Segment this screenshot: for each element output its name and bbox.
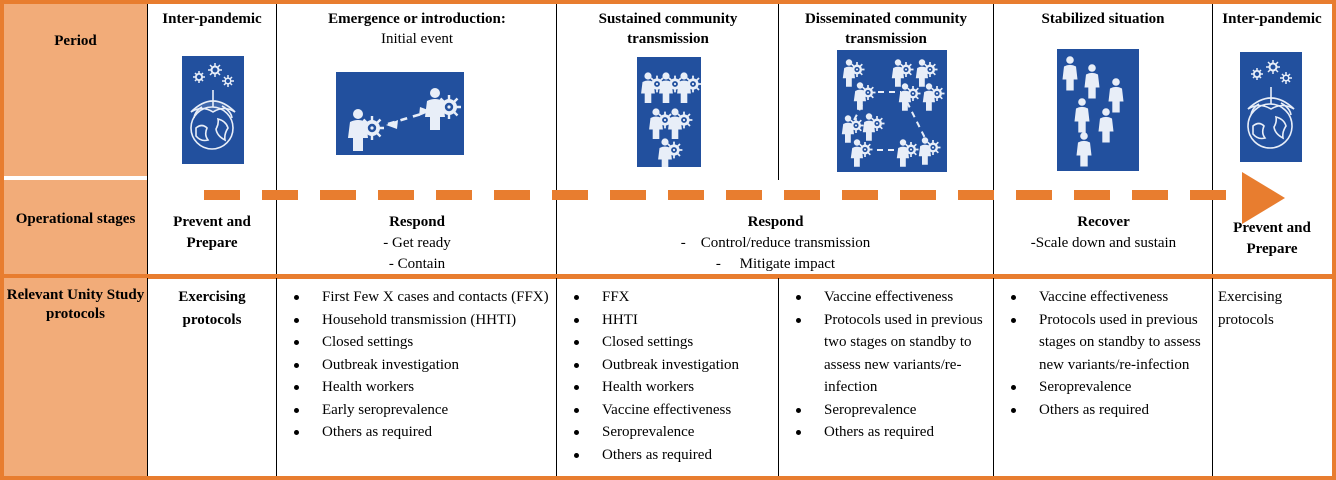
list-item: Seroprevalence xyxy=(780,399,992,422)
umbrella-over-globe-with-virus-icon xyxy=(1247,60,1295,149)
period-icon-1 xyxy=(182,56,244,164)
period-title-5: Stabilized situation xyxy=(1041,11,1165,27)
column-divider-6 xyxy=(1212,4,1213,180)
period-title-3: Sustained community transmission xyxy=(598,11,738,47)
list-item: Seroprevalence xyxy=(558,421,776,444)
protocol-list-6: Exercising protocols xyxy=(1218,289,1283,328)
operational-stage-3: Respond - Control/reduce transmission - … xyxy=(680,214,871,272)
list-item: Vaccine effectiveness xyxy=(780,286,992,309)
list-item: Vaccine effectiveness xyxy=(558,399,776,422)
period-icon-3 xyxy=(637,57,701,167)
header-separator-2 xyxy=(4,274,147,279)
column-divider-2-r2 xyxy=(276,180,277,278)
period-title-4: Disseminated community transmission xyxy=(804,11,968,47)
list-item: FFX xyxy=(558,286,776,309)
six-healthy-people-icon xyxy=(1062,56,1124,167)
protocols-row: Relevant Unity Study protocols Exercisin… xyxy=(4,278,1332,476)
column-divider-5-r2 xyxy=(993,180,994,278)
column-divider-5-r3 xyxy=(993,278,994,476)
period-icon-6 xyxy=(1240,52,1302,162)
list-item: Others as required xyxy=(995,399,1211,422)
row-header-period-label: Period xyxy=(54,33,97,49)
row-header-operational-stages: Operational stages xyxy=(4,180,147,278)
operational-stage-4: Recover -Scale down and sustain xyxy=(1030,214,1177,251)
header-separator-1 xyxy=(4,176,147,180)
period-row: Period Inter-pandemic xyxy=(4,4,1332,180)
column-divider-3-r2 xyxy=(556,180,557,278)
row-header-operational-stages-label: Operational stages xyxy=(15,211,136,227)
period-title-2: Emergence or introduction: Initial event xyxy=(328,11,506,47)
protocol-list-1: Exercising protocols xyxy=(178,289,246,328)
row-header-protocols-label: Relevant Unity Study protocols xyxy=(6,287,145,322)
timeline-dashed-arrow xyxy=(204,190,1244,200)
list-item: Outbreak investigation xyxy=(558,354,776,377)
section-divider-rule xyxy=(147,274,1332,279)
column-divider-1 xyxy=(147,4,148,180)
list-item: Others as required xyxy=(278,421,554,444)
period-icon-5 xyxy=(1057,49,1139,171)
column-divider-6-r3 xyxy=(1212,278,1213,476)
protocol-list-4: Vaccine effectiveness Protocols used in … xyxy=(780,286,992,444)
infected-people-network-icon xyxy=(840,58,946,168)
column-divider-6-r2 xyxy=(1212,180,1213,278)
list-item: Others as required xyxy=(780,421,992,444)
column-divider-4 xyxy=(778,4,779,180)
list-item: Protocols used in previous two stages on… xyxy=(780,309,992,399)
list-item: Early seroprevalence xyxy=(278,399,554,422)
column-divider-2 xyxy=(276,4,277,180)
list-item: Closed settings xyxy=(558,331,776,354)
list-item: Protocols used in previous stages on sta… xyxy=(995,309,1211,377)
operational-stages-row: Operational stages Prevent and Prepare R… xyxy=(4,172,1332,278)
column-divider-3-r3 xyxy=(556,278,557,476)
list-item: Outbreak investigation xyxy=(278,354,554,377)
operational-stage-2: Respond - Get ready - Contain xyxy=(383,214,451,272)
list-item: Closed settings xyxy=(278,331,554,354)
protocol-list-3: FFX HHTI Closed settings Outbreak invest… xyxy=(558,286,776,466)
list-item: Household transmission (HHTI) xyxy=(278,309,554,332)
row-header-protocols: Relevant Unity Study protocols xyxy=(4,278,147,476)
list-item: Vaccine effectiveness xyxy=(995,286,1211,309)
period-title-6: Inter-pandemic xyxy=(1222,11,1322,27)
list-item: Others as required xyxy=(558,444,776,467)
row-header-period: Period xyxy=(4,4,147,180)
operational-stage-5: Prevent and Prepare xyxy=(1233,220,1311,257)
column-divider-5 xyxy=(993,4,994,180)
umbrella-over-globe-with-virus-icon xyxy=(190,63,236,150)
column-divider-2-r3 xyxy=(276,278,277,476)
period-title-1: Inter-pandemic xyxy=(162,11,262,27)
column-divider-1-r2 xyxy=(147,180,148,278)
column-divider-4-r3 xyxy=(778,278,779,476)
six-infected-people-icon xyxy=(640,71,701,167)
protocol-list-2: First Few X cases and contacts (FFX) Hou… xyxy=(278,286,554,444)
list-item: First Few X cases and contacts (FFX) xyxy=(278,286,554,309)
list-item: HHTI xyxy=(558,309,776,332)
period-icon-4 xyxy=(837,50,947,172)
timeline-arrowhead-icon xyxy=(1242,172,1285,224)
list-item: Health workers xyxy=(278,376,554,399)
column-divider-1-r3 xyxy=(147,278,148,476)
operational-stage-1: Prevent and Prepare xyxy=(173,214,251,251)
period-icon-2 xyxy=(336,72,464,155)
protocol-list-5: Vaccine effectiveness Protocols used in … xyxy=(995,286,1211,421)
two-infected-people-transmission-icon xyxy=(348,88,461,151)
column-divider-3 xyxy=(556,4,557,180)
list-item: Seroprevalence xyxy=(995,376,1211,399)
list-item: Health workers xyxy=(558,376,776,399)
